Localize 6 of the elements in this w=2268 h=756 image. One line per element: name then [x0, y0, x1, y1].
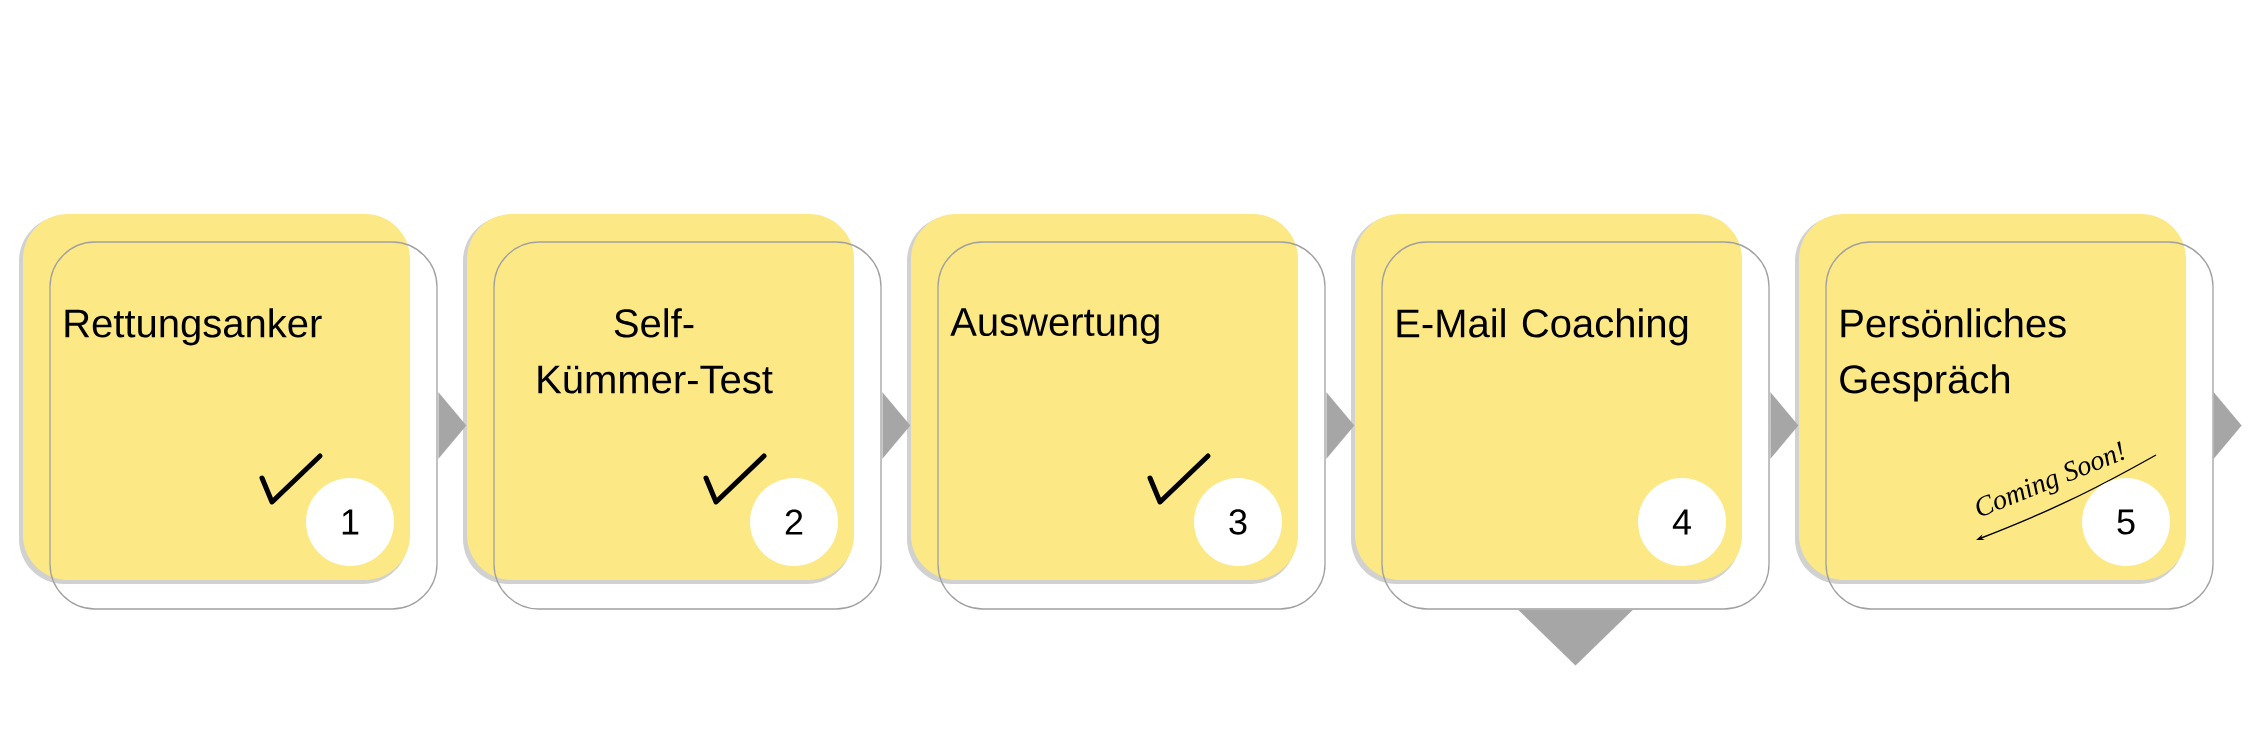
- arrow: [1518, 609, 1633, 666]
- arrow: [1325, 392, 1355, 459]
- arrow: [881, 392, 911, 459]
- arrow: [437, 392, 467, 459]
- arrow: [2213, 392, 2242, 459]
- arrow: [1769, 392, 1799, 459]
